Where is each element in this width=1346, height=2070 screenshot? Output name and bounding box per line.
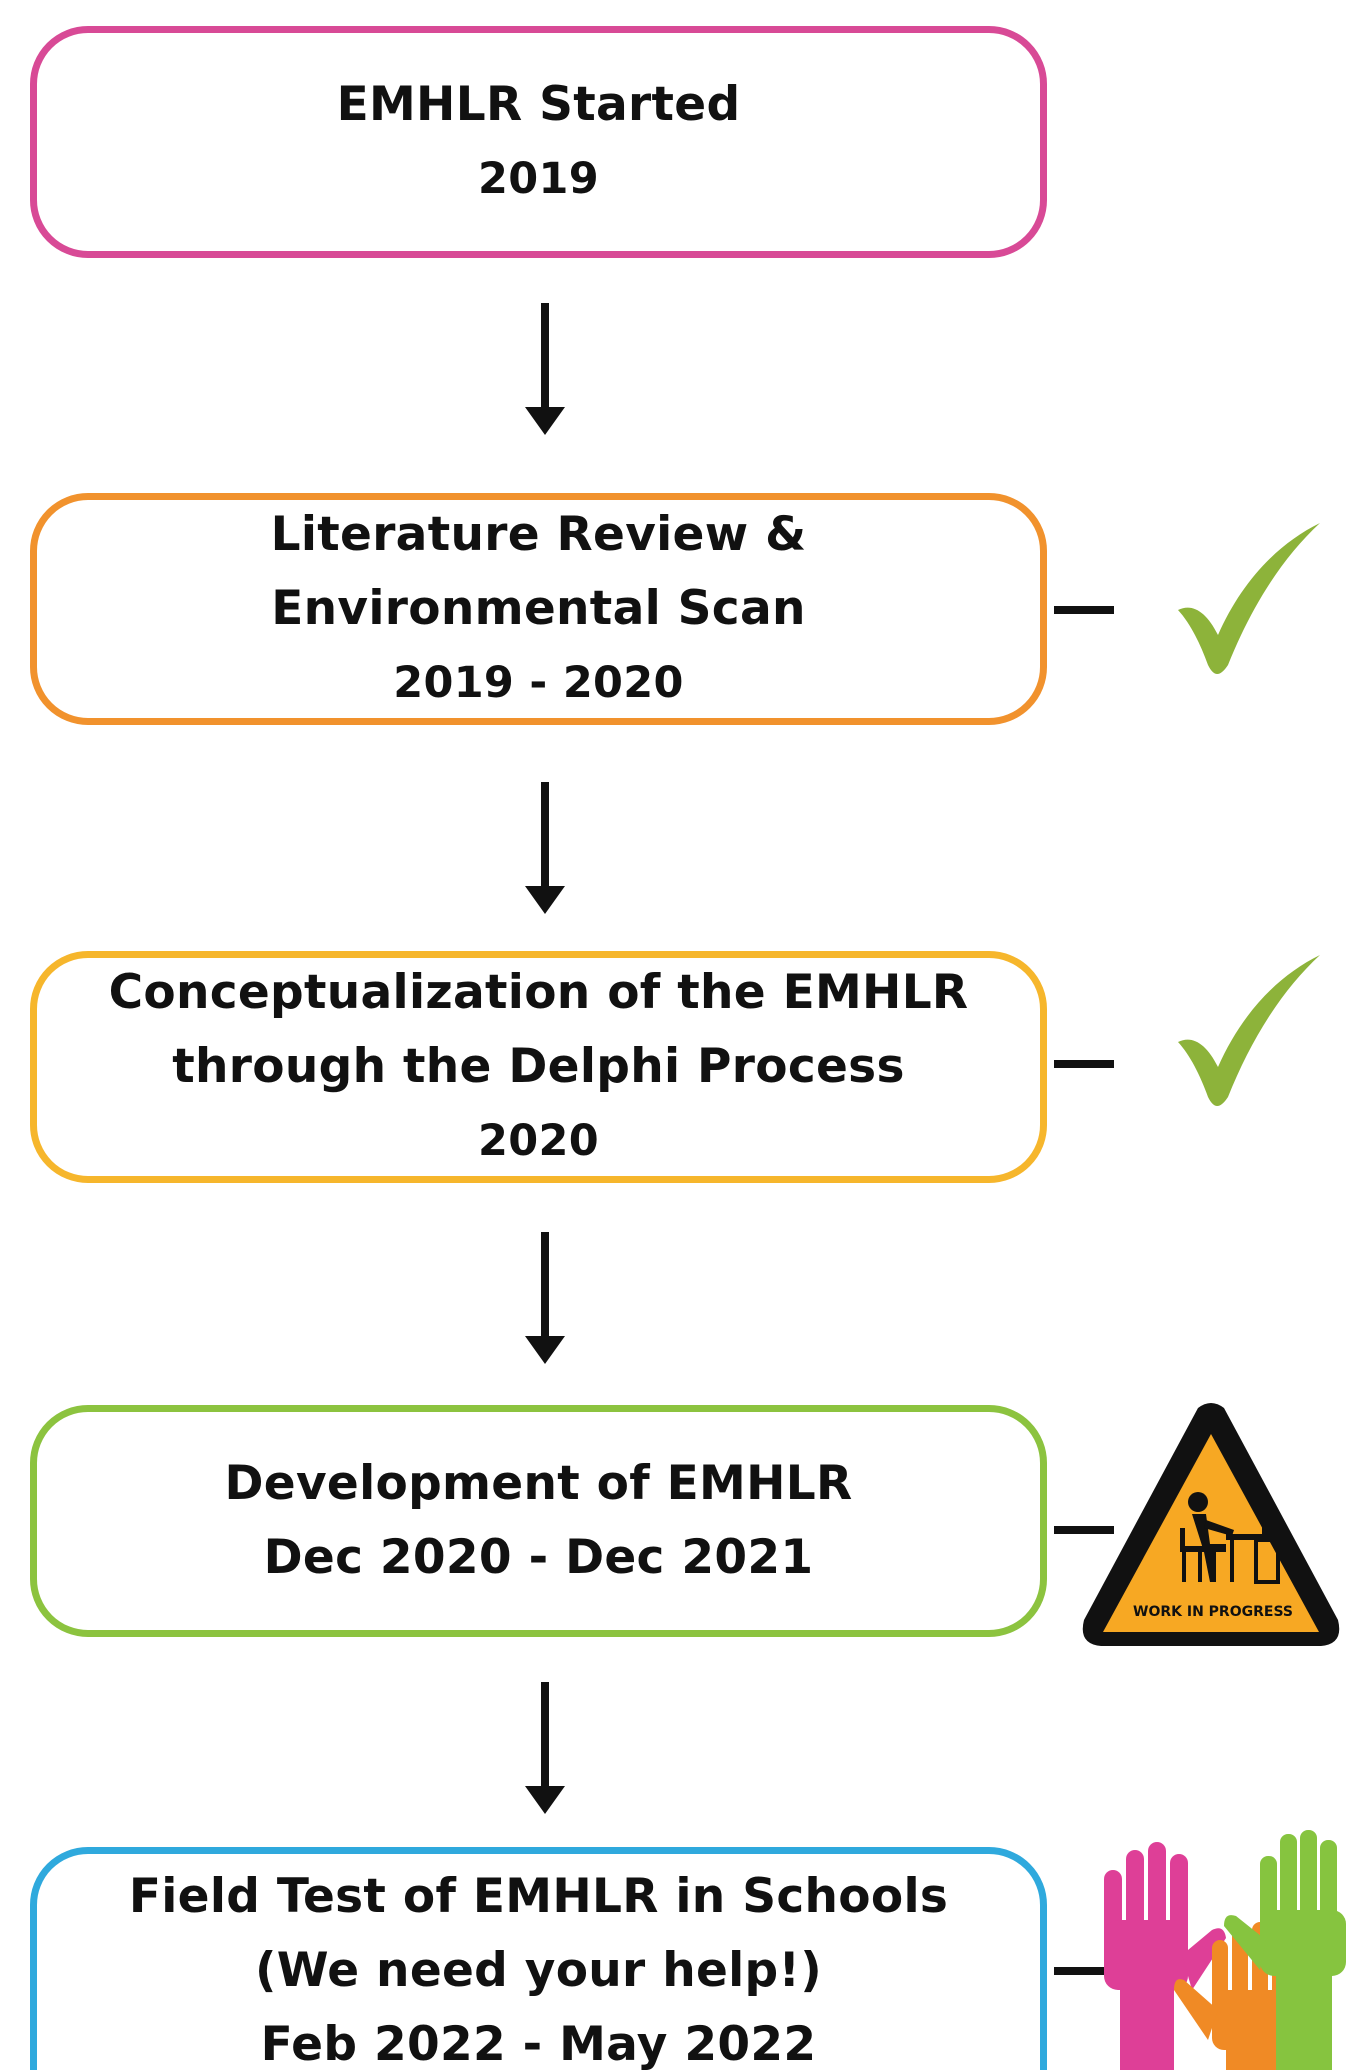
stage-field-test: Field Test of EMHLR in Schools (We need … <box>30 1847 1047 2070</box>
down-arrow-icon <box>525 1682 565 1814</box>
stage-date: 2019 - 2020 <box>393 658 684 708</box>
stage-conceptualization: Conceptualization of the EMHLR through t… <box>30 951 1047 1183</box>
stage-title-line1: Literature Review & <box>270 507 807 562</box>
stage-title-line1: Conceptualization of the EMHLR <box>108 965 969 1020</box>
work-in-progress-icon: WORK IN PROGRESS <box>1082 1403 1340 1646</box>
status-connector <box>1054 1060 1114 1068</box>
stage-emhlr-started: EMHLR Started 2019 <box>30 26 1047 258</box>
checkmark-icon <box>1178 523 1320 674</box>
stage-date: 2019 <box>478 154 599 204</box>
wip-sign-text: WORK IN PROGRESS <box>1133 1604 1293 1620</box>
status-connector <box>1054 1967 1114 1975</box>
down-arrow-icon <box>525 782 565 914</box>
status-connector <box>1054 1526 1114 1534</box>
stage-title-line2: through the Delphi Process <box>172 1039 905 1094</box>
stage-date: 2020 <box>478 1116 599 1166</box>
checkmark-icon <box>1178 955 1320 1106</box>
down-arrow-icon <box>525 1232 565 1364</box>
stage-title-line2: Environmental Scan <box>271 581 806 636</box>
raised-hands-icon <box>1104 1830 1346 2070</box>
stage-title: Development of EMHLR <box>224 1456 853 1511</box>
stage-subtitle: (We need your help!) <box>254 1943 823 1998</box>
stage-date: Dec 2020 - Dec 2021 <box>263 1530 814 1585</box>
stage-development: Development of EMHLR Dec 2020 - Dec 2021 <box>30 1405 1047 1637</box>
stage-title: Field Test of EMHLR in Schools <box>128 1869 949 1924</box>
down-arrow-icon <box>525 303 565 435</box>
stage-date: Feb 2022 - May 2022 <box>260 2017 817 2070</box>
stage-title: EMHLR Started <box>336 77 741 132</box>
status-connector <box>1054 606 1114 614</box>
stage-literature-review: Literature Review & Environmental Scan 2… <box>30 493 1047 725</box>
